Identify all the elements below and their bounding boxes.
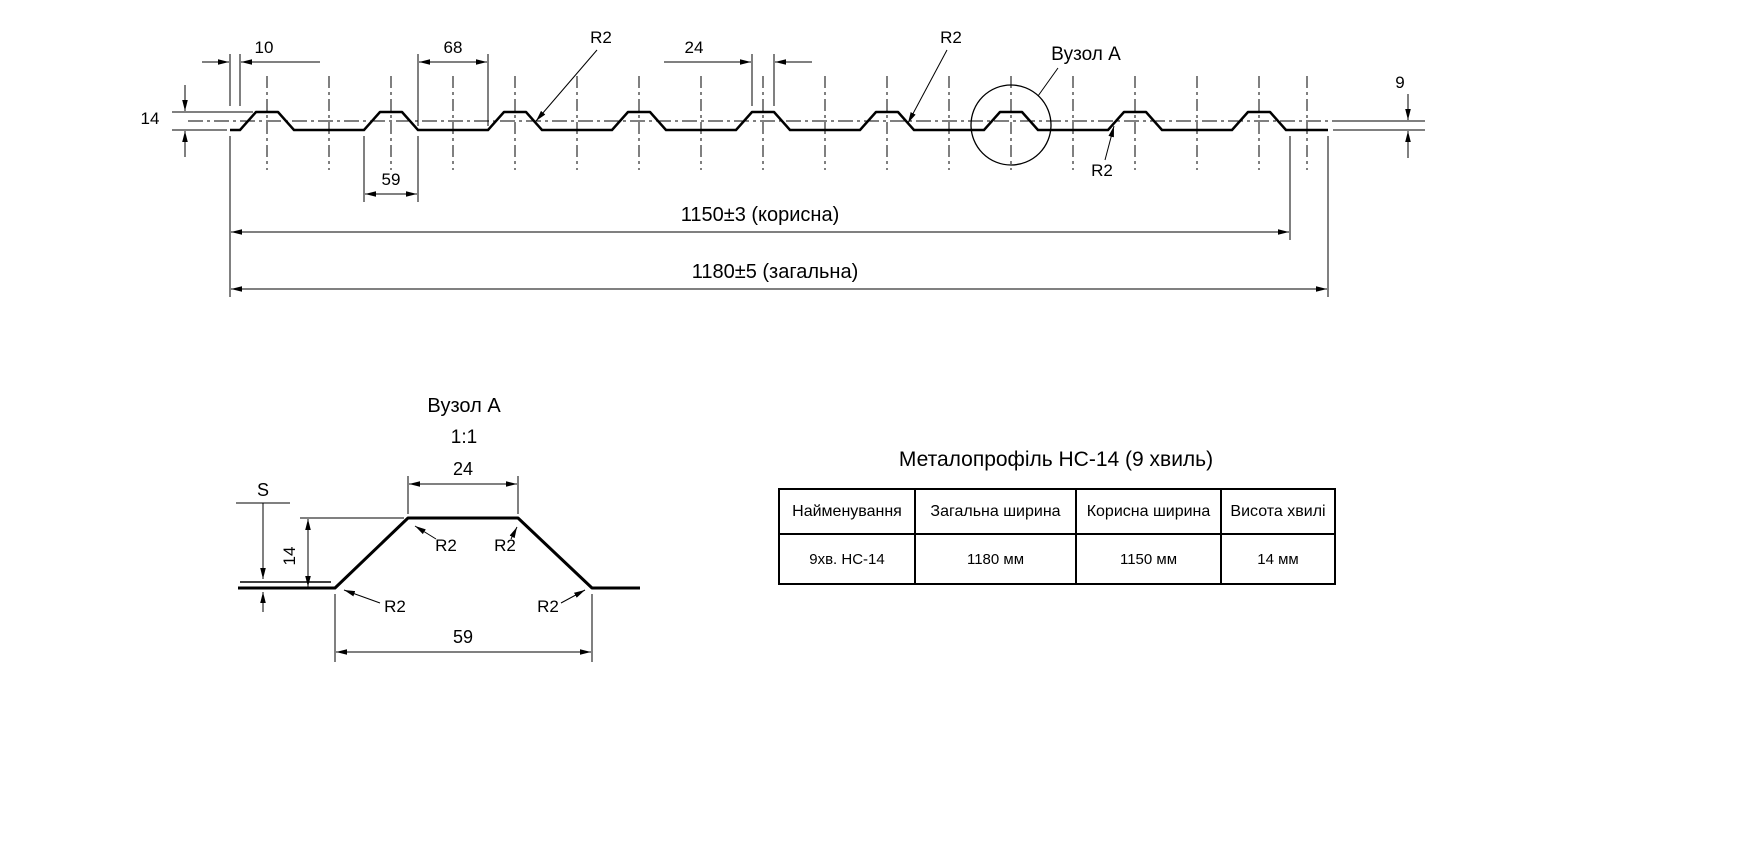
spec-header-useful: Корисна ширина (1075, 488, 1222, 535)
spec-header-height: Висота хвилі (1220, 488, 1336, 535)
leader-line (907, 49, 948, 124)
spec-table: Найменування Загальна ширина Корисна шир… (778, 488, 1336, 585)
dim-10-label: 10 (255, 38, 274, 57)
dim-24-label: 24 (685, 38, 704, 57)
detail-profile-outline (238, 516, 640, 590)
spec-header-row: Найменування Загальна ширина Корисна шир… (778, 488, 1336, 535)
dimension-24: 24 (664, 38, 812, 106)
dimension-9: 9 (1333, 73, 1425, 158)
detail-dim-59-label: 59 (453, 627, 473, 647)
detail-dimension-59: 59 (334, 594, 593, 662)
detail-scale: 1:1 (451, 427, 477, 448)
dimension-10: 10 (202, 38, 320, 106)
spec-cell-height: 14 мм (1220, 533, 1336, 585)
leader-line (560, 589, 586, 604)
detail-radius-callout-3: R2 (343, 589, 406, 616)
detail-dim-24-label: 24 (453, 459, 473, 479)
leader-line (535, 49, 598, 122)
node-a-label: Вузол А (1051, 44, 1121, 65)
detail-dim-s-label: S (257, 480, 269, 500)
dim-14-label: 14 (141, 109, 160, 128)
detail-dim-14-label: 14 (280, 547, 299, 566)
radius-callout-1: R2 (535, 28, 612, 122)
detail-dimension-thickness: S (236, 480, 290, 612)
dimension-14: 14 (141, 85, 253, 157)
detail-radius-callout-2: R2 (494, 526, 518, 555)
radius-label: R2 (940, 28, 962, 47)
dim-59-label: 59 (382, 170, 401, 189)
dimension-68: 68 (417, 38, 489, 126)
dim-9-label: 9 (1395, 73, 1404, 92)
leader-line (509, 526, 518, 540)
detail-dimension-14: 14 (280, 517, 404, 587)
profile-view: 10 68 24 R2 (141, 28, 1425, 297)
leader-line (1104, 125, 1115, 161)
radius-label: R2 (494, 536, 516, 555)
leader-line (1037, 67, 1059, 97)
spec-data-row: 9хв. НС-14 1180 мм 1150 мм 14 мм (778, 533, 1336, 585)
sheet-profile-outline (230, 110, 1328, 132)
node-a-circle (970, 84, 1052, 166)
spec-section: Металопрофіль НС-14 (9 хвиль) Найменуван… (778, 448, 1336, 585)
dimension-59: 59 (363, 136, 419, 202)
dim-overall-label: 1180±5 (загальна) (692, 261, 859, 283)
detail-dimension-24: 24 (407, 459, 519, 514)
dimension-useful-width: 1150±3 (корисна) (231, 136, 1291, 240)
dim-68-label: 68 (444, 38, 463, 57)
spec-cell-useful: 1150 мм (1075, 533, 1222, 585)
detail-view: Вузол А 1:1 24 S 14 (236, 395, 640, 662)
node-a-callout: Вузол А (1037, 44, 1121, 97)
leader-line (343, 589, 381, 604)
spec-cell-name: 9хв. НС-14 (778, 533, 916, 585)
radius-label: R2 (435, 536, 457, 555)
spec-header-total: Загальна ширина (914, 488, 1077, 535)
radius-callout-3: R2 (1091, 125, 1115, 180)
radius-label: R2 (1091, 161, 1113, 180)
detail-title: Вузол А (427, 395, 501, 417)
radius-label: R2 (384, 597, 406, 616)
vertical-centerlines (266, 76, 1308, 170)
dimension-overall-width: 1180±5 (загальна) (231, 136, 1329, 297)
radius-callout-2: R2 (907, 28, 962, 124)
radius-label: R2 (537, 597, 559, 616)
radius-label: R2 (590, 28, 612, 47)
detail-radius-callout-4: R2 (537, 589, 586, 616)
leader-line (414, 525, 437, 540)
dim-useful-label: 1150±3 (корисна) (681, 204, 840, 226)
spec-header-name: Найменування (778, 488, 916, 535)
detail-radius-callout-1: R2 (414, 525, 457, 555)
spec-title: Металопрофіль НС-14 (9 хвиль) (898, 448, 1214, 471)
spec-cell-total: 1180 мм (914, 533, 1077, 585)
